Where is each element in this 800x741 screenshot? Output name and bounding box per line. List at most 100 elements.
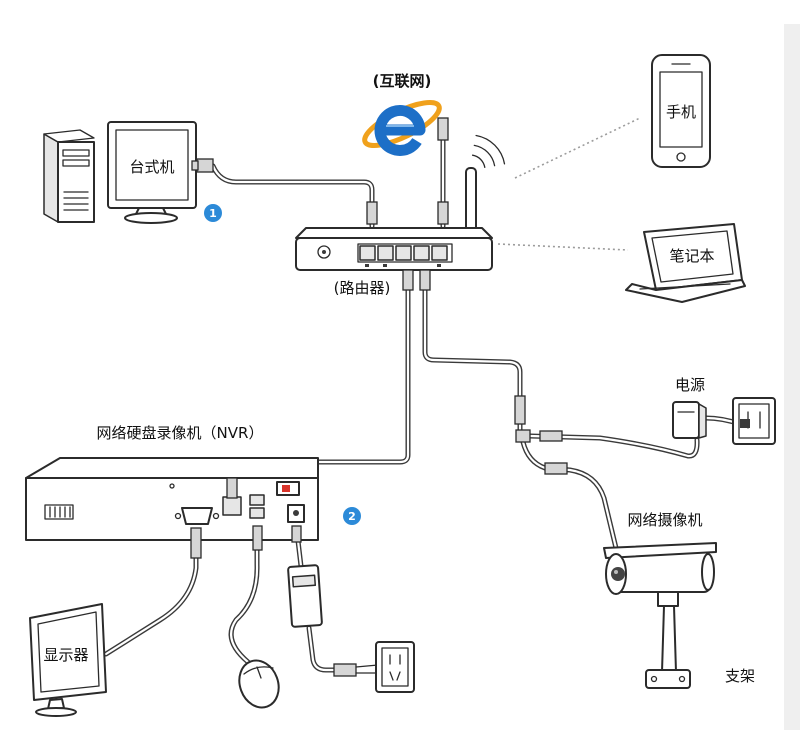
nvr: 网络硬盘录像机（NVR） 2 [25,424,361,541]
router-wan-plug [437,201,449,225]
internet-plug-top [437,117,449,141]
nvr-power-supply [287,564,415,693]
bracket-screw [678,675,686,683]
mouse-button-split [256,666,262,679]
router-port-lan1 [377,245,394,261]
phone-screen [659,71,703,148]
laptop-base [625,279,746,303]
wifi-icon [471,134,506,169]
power-label: 电源 [675,376,705,394]
phone-home-button [676,152,686,162]
router-power-pin [322,250,326,254]
router-camera-cable-core [423,270,522,434]
nvr-mouse-cable-core [230,520,259,664]
desktop-rj45-plug [196,158,214,173]
pc-tower [43,129,95,223]
tower-top [43,129,95,143]
badge-circle [343,507,361,525]
nvr-dc-pin [293,510,299,516]
router-led [365,264,369,267]
vga-screw [212,512,220,520]
wifi-arc [475,134,506,165]
display-monitor: 显示器 [29,603,107,717]
internet: (互联网) [362,72,442,156]
camera-power-cable-core [528,434,699,458]
power-supply: 电源 [672,376,776,445]
laptop-wifi-link [497,243,629,251]
nvr-label: 网络硬盘录像机（NVR） [97,424,264,442]
vga-port [181,507,213,525]
nvr-usb-port [249,494,265,506]
vga-screw [174,512,182,520]
desktop-rj45-tip [191,160,199,171]
edge-strip [784,24,800,730]
laptop-keyboard-edge [639,283,731,290]
internet-explorer-icon [362,100,442,156]
monitor-base [124,212,178,224]
adapter-mains-cable-core [307,626,338,672]
camera-pigtail-junction [515,429,531,443]
desktop-computer: 台式机 1 [43,121,222,224]
power-brick [287,564,323,628]
phone: 手机 [651,54,711,168]
power-brick-label [291,574,317,588]
nvr-vent [44,504,74,520]
camera-bracket [645,591,691,689]
router-label: (路由器) [334,279,391,297]
wall-plug [740,419,750,428]
laptop-label: 笔记本 [669,247,714,265]
router-camera-plug [419,269,431,291]
nvr-lan-port [222,496,242,516]
power-adapter-side [698,403,707,439]
badge-2: 2 [343,507,361,525]
router-lan-plug [366,201,378,225]
router-port-lan3 [413,245,430,261]
dc-connector [539,430,563,442]
phone-label: 手机 [666,103,696,121]
socket-slot [396,671,401,681]
mouse-body [238,659,280,709]
plug-prong [355,664,379,668]
dc-plug [291,525,302,543]
bracket-mount [657,591,679,607]
bracket-label: 支架 [725,667,755,685]
router-port-lan4 [431,245,448,261]
cables [103,117,743,673]
phone-wifi-link [514,117,641,179]
internet-label: (互联网) [373,72,432,90]
camera-sunshade [603,542,717,559]
rj45-coupler [514,395,526,425]
router-top [295,227,493,239]
usb-plug [252,525,263,551]
bracket-arm [661,605,677,673]
bracket-base [645,669,691,689]
nvr-screw [169,483,175,489]
camera-lens-glint [614,570,618,574]
camera-rj45-connector [544,462,568,475]
tower-side [43,133,59,223]
connectors [190,117,568,559]
display-base [35,707,77,717]
network-camera: 网络摄像机 支架 [603,511,755,689]
badge-circle [204,204,222,222]
nvr-rj45-plug [226,477,238,499]
mains-plug [333,663,357,677]
vga-plug [190,527,202,559]
router-port-wan [359,245,376,261]
router-port-lan2 [395,245,412,261]
ie-swoosh [362,100,442,148]
camera-rear [701,553,715,591]
mouse [238,659,280,709]
socket-slot [389,671,394,681]
vent-frame [44,504,74,520]
badge-number: 2 [348,510,356,523]
router-nvr-plug [402,269,414,291]
nvr-power-switch-rocker [282,485,290,492]
nvr-top [25,457,319,479]
wifi-arc [471,154,486,169]
drive-bay-2 [62,159,90,167]
router-led [437,264,441,267]
desktop-router-cable-core [211,164,374,228]
router: (路由器) [295,134,506,297]
ie-letter-e [374,105,426,156]
